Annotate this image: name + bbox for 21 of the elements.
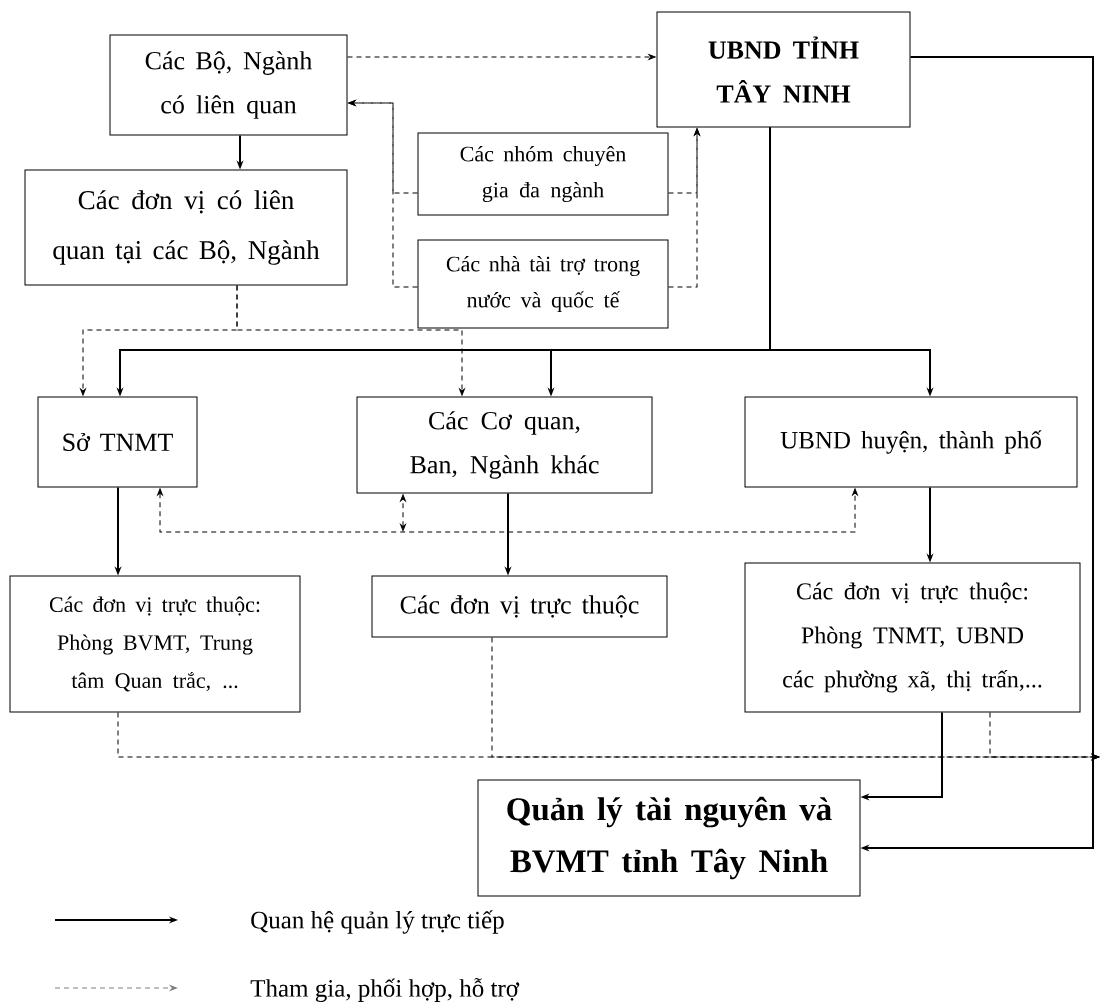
org-box: Các Cơ quan, Ban, Ngành khác <box>356 396 653 494</box>
org-box: Các nhà tài trợ trong nước và quốc tế <box>417 239 669 329</box>
org-box: Các Bộ, Ngành có liên quan <box>109 34 348 136</box>
org-box: UBND huyện, thành phố <box>744 396 1078 488</box>
arrow <box>400 494 406 532</box>
legend-text: Quan hệ quản lý trực tiếp <box>251 910 504 934</box>
arrow <box>157 488 858 533</box>
arrow <box>348 100 418 288</box>
arrow <box>668 128 700 288</box>
org-box: Các đơn vị trực thuộc: Phòng BVMT, Trung tâm Quan trắc, ... <box>9 575 301 713</box>
org-box: Sở TNMT <box>37 396 198 488</box>
org-box: Quản lý tài nguyên và BVMT tỉnh Tây Ninh <box>477 779 861 897</box>
org-box: Các đơn vị trực thuộc <box>371 575 668 638</box>
org-box: Các nhóm chuyên gia đa ngành <box>417 132 669 216</box>
arrow <box>236 285 465 396</box>
legend-text: Tham gia, phối hợp, hỗ trợ <box>250 978 520 1002</box>
org-box: Các đơn vị có liên quan tại các Bộ, Ngành <box>24 169 348 286</box>
org-box: Các đơn vị trực thuộc: Phòng TNMT, UBND các phường xã, thị trấn,... <box>744 562 1081 713</box>
org-box: UBND TỈNH TÂY NINH <box>656 11 911 128</box>
arrow <box>989 712 1100 760</box>
arrow <box>347 54 656 60</box>
